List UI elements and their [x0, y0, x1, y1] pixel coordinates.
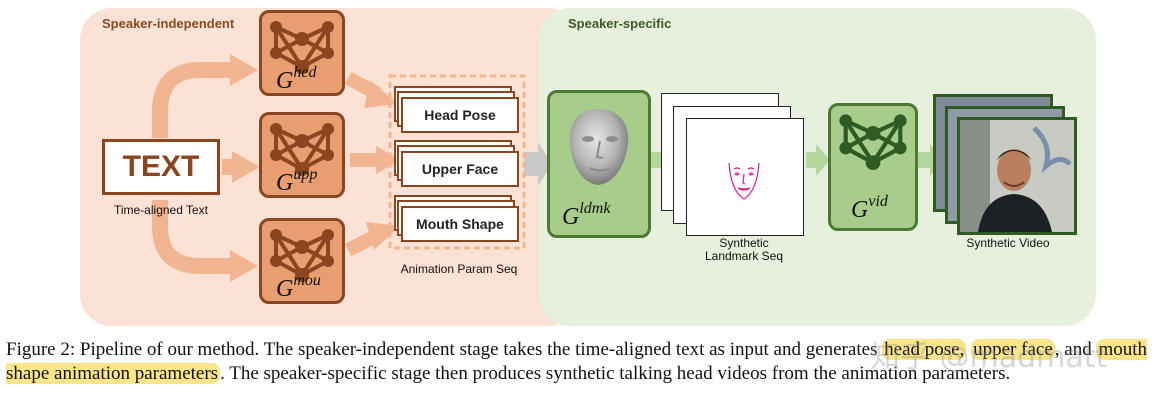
arrowhead-head [364, 80, 398, 108]
head-pose-card: Head Pose [401, 97, 519, 133]
upper-face-label: Upper Face [421, 161, 499, 177]
upper-face-card: Upper Face [401, 151, 519, 187]
caption-part-4: . The speaker-specific stage then produc… [220, 363, 1011, 384]
mouth-shape-label: Mouth Shape [416, 216, 504, 232]
network-icon [270, 229, 334, 282]
landmark-face-icon [728, 162, 760, 200]
arrow-vid-to-video [918, 144, 944, 176]
figure-caption: Figure 2: Pipeline of our method. The sp… [6, 338, 1164, 386]
animation-param-seq-label: Animation Param Seq [400, 262, 518, 276]
g-hed-label: Ghed [276, 64, 317, 94]
synthetic-video-label: Synthetic Video [966, 236, 1050, 250]
head-pose-label: Head Pose [424, 107, 496, 123]
arrowhead-upp [232, 151, 260, 183]
caption-highlight-head-pose: head pose, [882, 339, 967, 360]
speaker-specific-title: Speaker-specific [568, 16, 672, 31]
speaker-video-image [960, 120, 1074, 232]
generator-ldmk-box: Gldmk [547, 90, 651, 238]
arrow-params-to-ldmk [524, 142, 552, 186]
landmark-caption-line1: Synthetic [719, 236, 769, 250]
arrowhead-hed [230, 54, 258, 86]
watermark: 知乎 @madmatt [870, 340, 1108, 375]
landmark-caption-line2: Landmark Seq [704, 249, 784, 263]
mouth-shape-card: Mouth Shape [401, 206, 519, 242]
speaker-independent-title: Speaker-independent [102, 16, 235, 31]
generator-upp-box: Gupp [259, 112, 345, 198]
arrowhead-upper [376, 146, 400, 174]
face-mesh-icon [569, 109, 629, 185]
g-mou-label: Gmou [276, 272, 321, 302]
g-ldmk-label: Gldmk [562, 200, 611, 230]
caption-highlight-upper-face: upper face [971, 339, 1055, 360]
text-input-box: TEXT [102, 139, 220, 195]
arrowhead-mou [230, 250, 258, 282]
generator-mou-box: Gmou [259, 218, 345, 304]
arrow-landmarks-to-vid [806, 144, 830, 176]
param-seq-dashed-frame [388, 74, 526, 250]
time-aligned-text-label: Time-aligned Text [113, 203, 209, 217]
generator-vid-box: Gvid [828, 103, 918, 231]
arrow-text-to-mou [152, 200, 232, 274]
network-icon [270, 21, 334, 74]
arrowhead-mouth [366, 222, 400, 250]
network-icon [839, 114, 907, 171]
video-frame-front [957, 117, 1077, 235]
generator-hed-box: Ghed [259, 10, 345, 96]
arrow-text-to-hed [152, 62, 232, 138]
caption-part-3: , and [1054, 339, 1097, 360]
g-vid-label: Gvid [851, 193, 888, 223]
g-upp-label: Gupp [276, 166, 318, 196]
synthetic-landmark-label: Synthetic Landmark Seq [676, 237, 812, 263]
network-icon [270, 123, 334, 176]
caption-part-1: Figure 2: Pipeline of our method. The sp… [6, 339, 883, 360]
landmark-sheet-front [686, 118, 804, 236]
